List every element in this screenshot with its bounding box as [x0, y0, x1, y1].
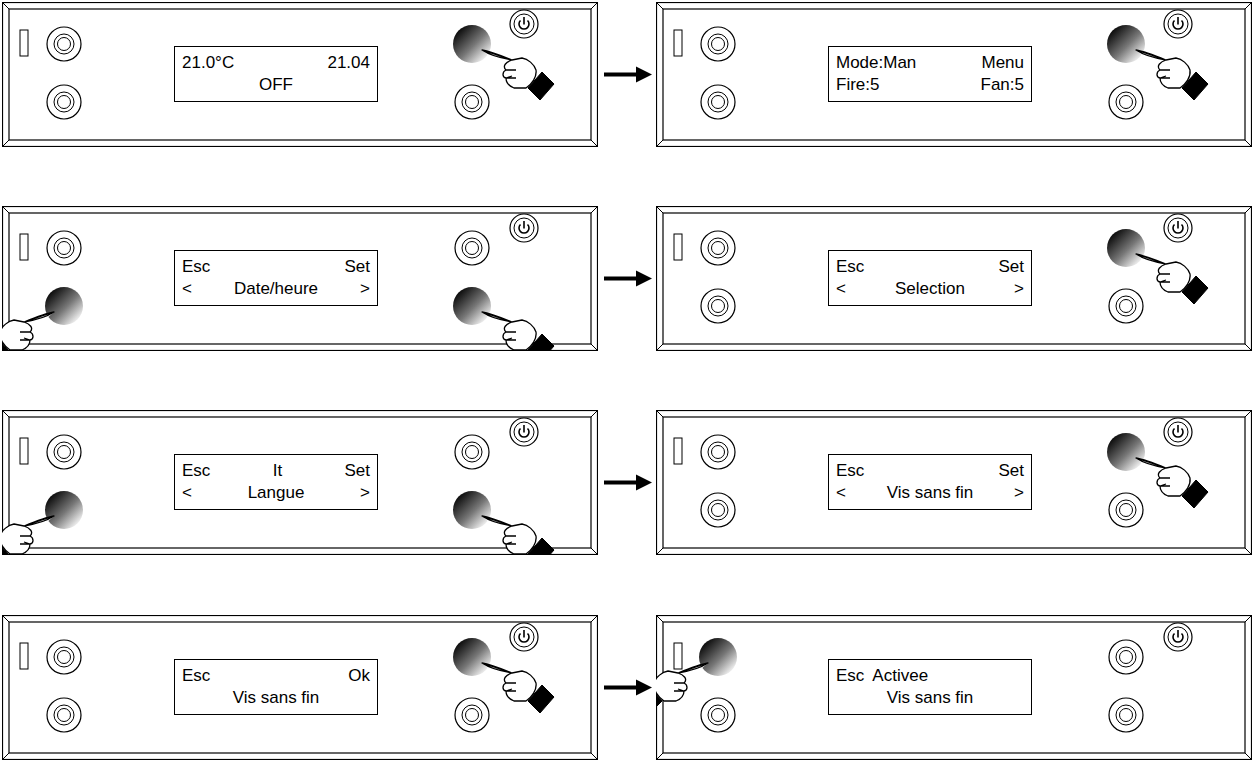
display-text: Fan:5	[981, 75, 1024, 95]
display-text: Mode:Man	[836, 53, 916, 73]
display-text: Ok	[348, 666, 370, 686]
display-text: Set	[344, 257, 370, 277]
display-text: Esc	[182, 257, 210, 277]
display-text: <	[836, 279, 846, 299]
flow-arrow	[604, 271, 652, 287]
control-panel: Esc Set < Selection >	[656, 206, 1255, 351]
control-panel: Esc OkVis sans fin	[2, 615, 598, 760]
display-text: >	[360, 483, 370, 503]
display-text: Esc	[836, 666, 864, 686]
lcd-display: Esc Set < Date/heure >	[174, 250, 378, 306]
display-text: Set	[998, 257, 1024, 277]
control-panel: Mode:Man MenuFire:5 Fan:5	[656, 2, 1255, 147]
display-text: Activee	[872, 666, 928, 686]
display-text: >	[1014, 483, 1024, 503]
display-text: Esc	[836, 257, 864, 277]
display-text: Esc	[182, 461, 210, 481]
display-text: It	[273, 461, 282, 481]
display-text: <	[182, 483, 192, 503]
display-text: 21.04	[327, 53, 370, 73]
display-text: Langue	[248, 483, 305, 503]
flow-arrow	[604, 67, 652, 83]
display-text: >	[1014, 279, 1024, 299]
lcd-display: Esc Set < Selection >	[828, 250, 1032, 306]
display-text: Menu	[981, 53, 1024, 73]
display-text: <	[182, 279, 192, 299]
display-text: Vis sans fin	[887, 688, 974, 708]
flow-arrow	[604, 680, 652, 696]
control-panel: Esc Set < Date/heure >	[2, 206, 598, 351]
control-panel: Esc It Set < Langue >	[2, 410, 598, 555]
lcd-display: Esc Set < Vis sans fin >	[828, 454, 1032, 510]
display-text: Set	[344, 461, 370, 481]
display-text: Vis sans fin	[887, 483, 974, 503]
control-panel: 21.0°C 21.04OFF	[2, 2, 598, 147]
display-text: 21.0°C	[182, 53, 234, 73]
display-text: >	[360, 279, 370, 299]
display-text: Set	[998, 461, 1024, 481]
display-text: Esc	[836, 461, 864, 481]
display-text: Esc	[182, 666, 210, 686]
display-text: Date/heure	[234, 279, 318, 299]
display-text: Fire:5	[836, 75, 879, 95]
display-text: OFF	[259, 75, 293, 95]
lcd-display: Mode:Man MenuFire:5 Fan:5	[828, 46, 1032, 102]
display-text: <	[836, 483, 846, 503]
flow-arrow	[604, 475, 652, 491]
lcd-display: Esc ActiveeVis sans fin	[828, 659, 1032, 715]
display-text: Selection	[895, 279, 965, 299]
display-text: Vis sans fin	[233, 688, 320, 708]
control-panel: Esc ActiveeVis sans fin	[656, 615, 1255, 760]
lcd-display: Esc It Set < Langue >	[174, 454, 378, 510]
lcd-display: 21.0°C 21.04OFF	[174, 46, 378, 102]
control-panel: Esc Set < Vis sans fin >	[656, 410, 1255, 555]
lcd-display: Esc OkVis sans fin	[174, 659, 378, 715]
